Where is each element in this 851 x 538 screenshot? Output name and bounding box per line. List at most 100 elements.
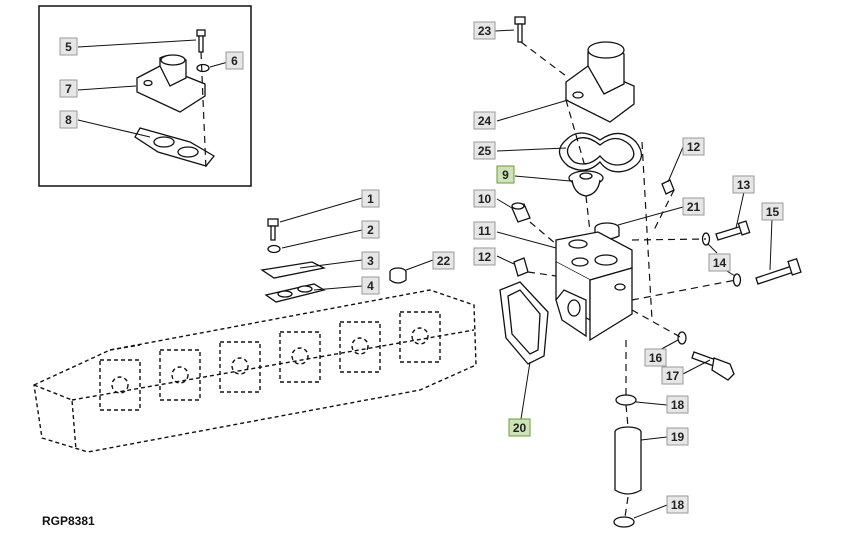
callout-number: 18 [671, 398, 685, 412]
inset-washer [196, 63, 210, 73]
o-ring-18-lower [613, 516, 635, 528]
callout-21: 21 [682, 197, 705, 216]
callout-box [666, 395, 689, 414]
callout-17: 17 [661, 366, 684, 385]
callout-box [666, 495, 689, 514]
callout-14: 14 [708, 253, 731, 272]
callout-18: 18 [666, 495, 689, 514]
callout-20: 20 [508, 418, 531, 437]
housing-11 [555, 231, 633, 342]
gasket-25 [558, 132, 643, 173]
callout-24: 24 [473, 111, 496, 130]
callout-number: 4 [367, 279, 374, 293]
callout-box [473, 111, 496, 130]
callout-15: 15 [761, 202, 784, 221]
callout-box [432, 251, 455, 270]
callout-13: 13 [732, 175, 755, 194]
callout-number: 20 [513, 421, 527, 435]
callout-number: 18 [671, 498, 685, 512]
callout-box [473, 189, 496, 208]
callout-number: 12 [478, 250, 492, 264]
callout-box [59, 79, 78, 98]
callout-box [496, 165, 515, 184]
callout-1: 1 [361, 189, 380, 208]
callout-box [361, 220, 380, 239]
tube-19 [614, 426, 642, 495]
inset-housing [136, 54, 206, 113]
plug-22 [389, 267, 407, 284]
callout-number: 19 [671, 430, 685, 444]
callout-4: 4 [361, 276, 380, 295]
washer-16 [677, 331, 687, 345]
callout-number: 17 [666, 369, 680, 383]
callout-7: 7 [59, 79, 78, 98]
callout-3: 3 [361, 251, 380, 270]
callout-number: 5 [65, 40, 72, 54]
callout-number: 25 [478, 144, 492, 158]
callout-12: 12 [682, 137, 705, 156]
callout-number: 7 [65, 82, 72, 96]
washer-14-lower [732, 273, 742, 287]
callout-number: 16 [649, 351, 663, 365]
callout-box [644, 348, 667, 367]
inset-axis [200, 51, 207, 171]
gasket-4 [264, 283, 326, 303]
callout-number: 14 [713, 256, 727, 270]
callout-number: 9 [502, 168, 509, 182]
callout-box [708, 253, 731, 272]
callout-box [473, 221, 496, 240]
callout-box [682, 197, 705, 216]
callout-number: 22 [437, 254, 451, 268]
fitting-17 [691, 351, 735, 381]
callout-number: 23 [478, 24, 492, 38]
callout-23: 23 [473, 21, 496, 40]
bolt-1 [267, 218, 279, 241]
callout-number: 11 [478, 224, 491, 238]
o-ring-18-upper [615, 394, 637, 406]
callout-number: 15 [766, 205, 780, 219]
callout-number: 10 [478, 192, 492, 206]
callout-box [361, 276, 380, 295]
callout-11: 11 [473, 221, 496, 240]
inset-bolt [196, 29, 206, 53]
plug-12-lower [513, 257, 529, 277]
callout-box [361, 251, 380, 270]
callout-number: 13 [737, 178, 751, 192]
callout-box [361, 189, 380, 208]
callout-box [473, 141, 496, 160]
inset-gasket [134, 127, 215, 167]
gasket-20 [499, 281, 549, 365]
callout-box [225, 51, 244, 70]
callout-box [682, 137, 705, 156]
figure-reference-code: RGP8381 [42, 514, 95, 528]
callout-16: 16 [644, 348, 667, 367]
callout-10: 10 [473, 189, 496, 208]
bolt-13 [715, 220, 751, 241]
callout-22: 22 [432, 251, 455, 270]
callout-6: 6 [225, 51, 244, 70]
plug-12-upper [661, 179, 675, 195]
callout-2: 2 [361, 220, 380, 239]
callout-12: 12 [473, 247, 496, 266]
callout-box [473, 21, 496, 40]
callout-number: 3 [367, 254, 374, 268]
bolt-23 [514, 16, 526, 43]
callout-number: 8 [65, 113, 72, 127]
callout-number: 6 [231, 54, 238, 68]
callout-18: 18 [666, 395, 689, 414]
callout-5: 5 [59, 37, 78, 56]
callout-box [59, 110, 78, 129]
alignment-lines [520, 41, 737, 518]
plate-3 [260, 261, 326, 279]
callout-box [473, 247, 496, 266]
callout-8: 8 [59, 110, 78, 129]
callout-box [59, 37, 78, 56]
callout-number: 2 [367, 223, 374, 237]
engine-block-outline [33, 289, 477, 453]
callout-number: 21 [687, 200, 701, 214]
callout-25: 25 [473, 141, 496, 160]
washer-2 [267, 244, 281, 254]
outlet-24 [565, 41, 635, 123]
